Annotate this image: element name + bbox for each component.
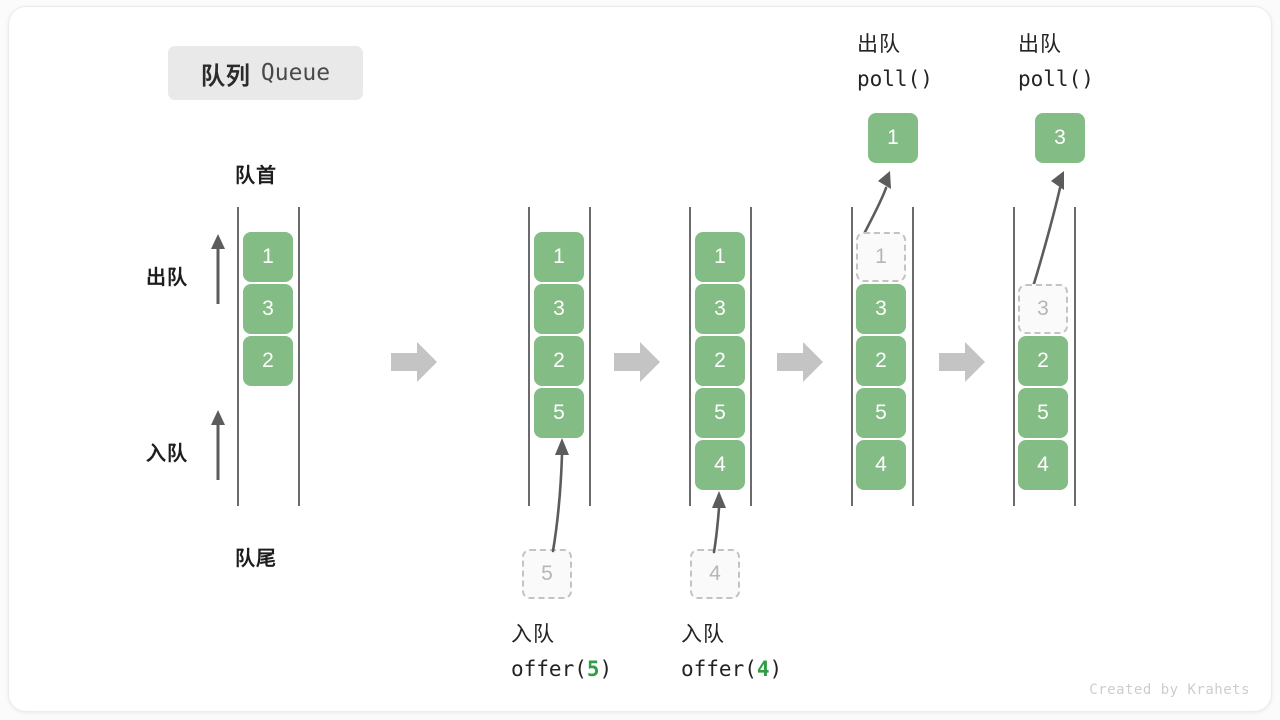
- queue-cell: 3: [534, 284, 584, 334]
- pending-enqueue-cell: 4: [690, 549, 740, 599]
- queue-rail-right-col2: [589, 207, 591, 506]
- pending-enqueue-cell: 5: [522, 549, 572, 599]
- queue-cell: 2: [1018, 336, 1068, 386]
- operation-caption-poll-1: 出队 poll(): [857, 28, 933, 96]
- queue-rail-left-col2: [528, 207, 530, 506]
- enqueue-flow-arrow-icon: [540, 435, 586, 553]
- code-suffix: ): [599, 657, 613, 681]
- queue-rail-left-col4: [851, 207, 853, 506]
- queue-cell: 5: [856, 388, 906, 438]
- code-suffix: ): [769, 657, 783, 681]
- queue-cell-removed: 3: [1018, 284, 1068, 334]
- dequeued-cell: 1: [868, 113, 918, 163]
- queue-cell: 1: [243, 232, 293, 282]
- queue-rail-right-col1: [298, 207, 300, 506]
- code-prefix: offer(: [511, 657, 587, 681]
- queue-cell: 3: [856, 284, 906, 334]
- enqueue-direction-label: 入队: [146, 443, 188, 465]
- enqueue-direction-arrow-icon: [206, 408, 230, 480]
- operation-caption-code: offer(5): [511, 652, 612, 686]
- operation-caption-cn: 入队: [511, 623, 555, 646]
- queue-cell: 4: [1018, 440, 1068, 490]
- queue-rail-left-col5: [1013, 207, 1015, 506]
- queue-rail-left-col3: [689, 207, 691, 506]
- code-prefix: offer(: [681, 657, 757, 681]
- queue-cell: 1: [534, 232, 584, 282]
- step-arrow-icon: [614, 341, 660, 383]
- step-arrow-icon: [391, 341, 437, 383]
- code-arg: 5: [586, 657, 600, 681]
- queue-rail-right-col4: [912, 207, 914, 506]
- queue-cell: 3: [695, 284, 745, 334]
- queue-tail-label: 队尾: [235, 548, 277, 570]
- title-cn: 队列: [200, 62, 251, 90]
- queue-cell: 1: [695, 232, 745, 282]
- queue-rail-left-col1: [237, 207, 239, 506]
- queue-head-label: 队首: [235, 165, 277, 187]
- dequeue-direction-arrow-icon: [206, 232, 230, 304]
- queue-cell: 4: [856, 440, 906, 490]
- operation-caption-cn: 出队: [1018, 33, 1062, 56]
- operation-caption-code: offer(4): [681, 652, 782, 686]
- title-en: Queue: [260, 60, 331, 86]
- queue-cell: 5: [1018, 388, 1068, 438]
- operation-caption-poll-3: 出队 poll(): [1018, 28, 1094, 96]
- queue-rail-right-col5: [1074, 207, 1076, 506]
- operation-caption-cn: 入队: [681, 623, 725, 646]
- queue-cell: 2: [534, 336, 584, 386]
- credit-text: Created by Krahets: [1089, 682, 1250, 698]
- operation-caption-offer-5: 入队 offer(5): [511, 618, 612, 686]
- queue-cell-removed: 1: [856, 232, 906, 282]
- diagram-title-pill: 队列 Queue: [168, 46, 363, 100]
- queue-cell: 2: [695, 336, 745, 386]
- queue-cell: 2: [856, 336, 906, 386]
- queue-cell: 2: [243, 336, 293, 386]
- operation-caption-cn: 出队: [857, 33, 901, 56]
- dequeued-cell: 3: [1035, 113, 1085, 163]
- operation-caption-offer-4: 入队 offer(4): [681, 618, 782, 686]
- enqueue-flow-arrow-icon: [703, 488, 737, 554]
- code-arg: 4: [756, 657, 770, 681]
- dequeue-direction-label: 出队: [146, 267, 188, 289]
- queue-rail-right-col3: [750, 207, 752, 506]
- queue-cell: 3: [243, 284, 293, 334]
- step-arrow-icon: [777, 341, 823, 383]
- queue-cell-new: 4: [695, 440, 745, 490]
- operation-caption-code: poll(): [1018, 67, 1094, 91]
- dequeue-flow-arrow-icon: [855, 168, 901, 238]
- operation-caption-code: poll(): [857, 67, 933, 91]
- queue-cell: 5: [695, 388, 745, 438]
- dequeue-flow-arrow-icon: [1018, 168, 1070, 292]
- queue-cell-new: 5: [534, 388, 584, 438]
- step-arrow-icon: [939, 341, 985, 383]
